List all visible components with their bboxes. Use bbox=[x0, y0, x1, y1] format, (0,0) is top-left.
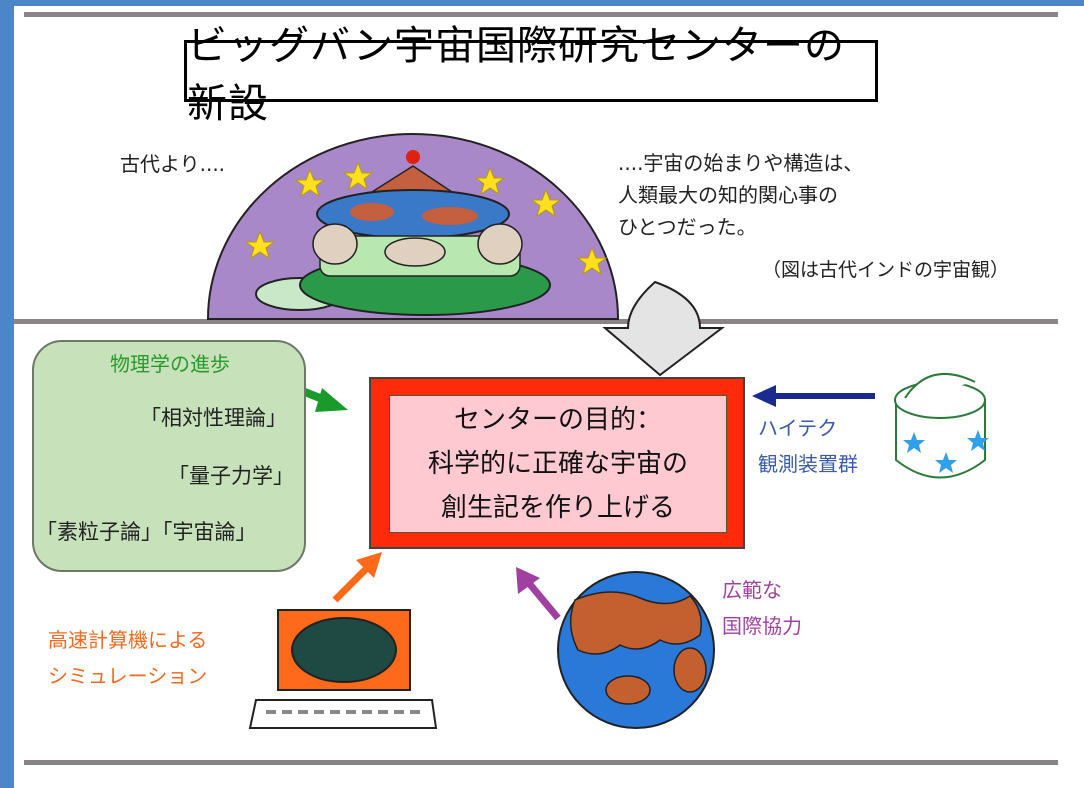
computer-label: 高速計算機による シミュレーション bbox=[48, 622, 207, 694]
physics-item: 「相対性理論」 bbox=[140, 406, 287, 430]
center-purpose-line: 科学的に正確な宇宙の bbox=[427, 449, 688, 479]
hightech-arrow-icon bbox=[752, 385, 875, 407]
computer-arrow-icon bbox=[332, 552, 382, 603]
top-frame-bar bbox=[0, 0, 1084, 6]
ancient-since-label: 古代より.... bbox=[120, 152, 226, 176]
hightech-label-line: ハイテク bbox=[758, 416, 838, 440]
middle-divider bbox=[14, 319, 1058, 324]
globe-icon bbox=[557, 571, 715, 729]
intl-arrow-icon bbox=[516, 567, 561, 621]
intl-label: 広範な 国際協力 bbox=[722, 572, 802, 644]
physics-heading: 物理学の進歩 bbox=[110, 352, 230, 376]
ancient-note: （図は古代インドの宇宙観） bbox=[762, 259, 1010, 281]
intl-label-line: 国際協力 bbox=[722, 614, 802, 638]
left-frame-bar bbox=[0, 0, 14, 788]
hightech-label: ハイテク 観測装置群 bbox=[758, 410, 858, 482]
down-arrow-icon bbox=[602, 280, 725, 377]
ancient-caption-line: 人類最大の知的関心事の bbox=[618, 183, 838, 207]
ancient-caption-line: ひとつだった。 bbox=[618, 215, 757, 239]
physics-item: 「素粒子論」「宇宙論」 bbox=[36, 520, 257, 544]
center-purpose-line: センターの目的： bbox=[453, 405, 662, 435]
ancient-caption-line: ....宇宙の始まりや構造は、 bbox=[618, 151, 864, 175]
ancient-cosmos-illustration bbox=[206, 133, 620, 320]
computer-label-line: 高速計算機による bbox=[48, 628, 208, 652]
center-purpose-box: センターの目的： 科学的に正確な宇宙の 創生記を作り上げる bbox=[369, 377, 745, 549]
top-divider bbox=[24, 12, 1058, 17]
ancient-caption: ....宇宙の始まりや構造は、 人類最大の知的関心事の ひとつだった。 bbox=[618, 147, 863, 243]
center-purpose-line: 創生記を作り上げる bbox=[440, 493, 675, 523]
physics-item: 「量子力学」 bbox=[168, 464, 294, 488]
star-icons bbox=[244, 161, 608, 276]
computer-label-line: シミュレーション bbox=[48, 664, 208, 688]
observatory-icon bbox=[894, 373, 989, 479]
bottom-divider bbox=[24, 760, 1058, 765]
computer-icon bbox=[248, 609, 438, 729]
center-purpose-inner: センターの目的： 科学的に正確な宇宙の 創生記を作り上げる bbox=[389, 395, 727, 533]
intl-label-line: 広範な bbox=[722, 578, 782, 602]
hightech-label-line: 観測装置群 bbox=[758, 452, 858, 476]
physics-box bbox=[32, 340, 306, 572]
